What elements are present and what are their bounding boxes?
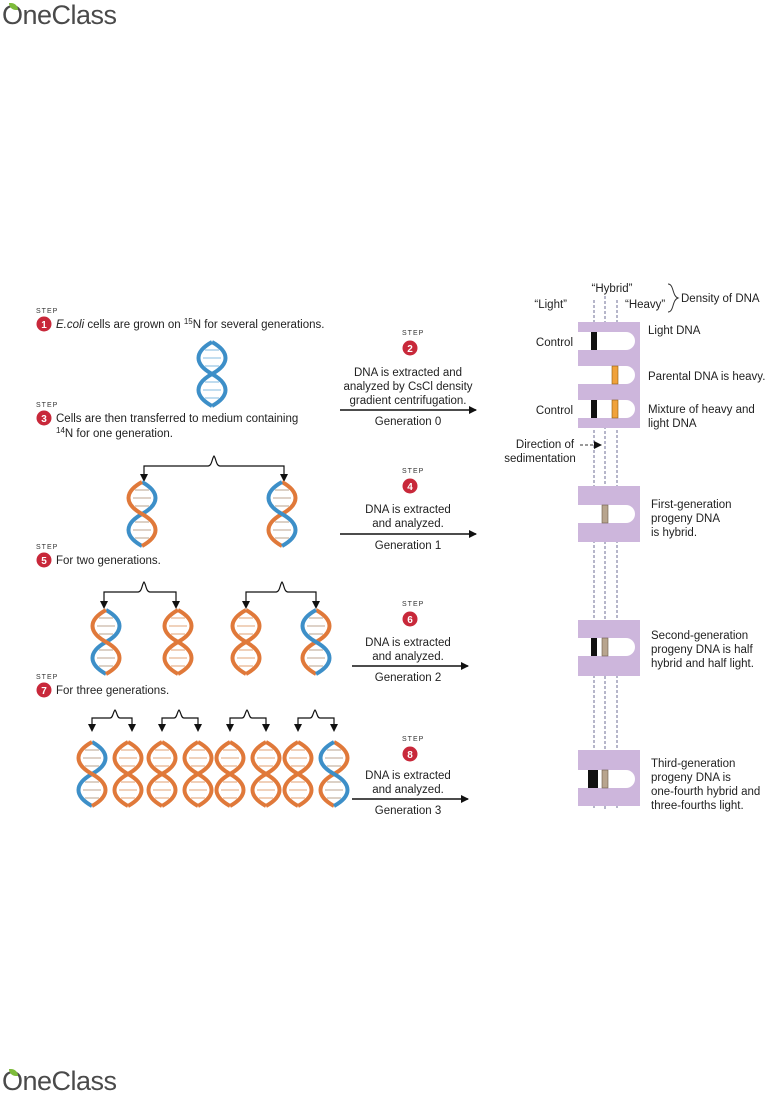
svg-text:progeny DNA is: progeny DNA is: [651, 772, 731, 784]
density-label: Density of DNA: [681, 293, 760, 305]
generation-1: Generation 1: [375, 540, 442, 552]
svg-text:DNA is extracted: DNA is extracted: [365, 770, 451, 782]
leaf-icon: [9, 3, 18, 10]
svg-text:5: 5: [41, 556, 47, 567]
step-4: STEP 4 DNA is extracted and analyzed. Ge…: [340, 468, 477, 552]
band-hybrid: [601, 637, 609, 657]
svg-text:one-fourth hybrid and: one-fourth hybrid and: [651, 786, 760, 798]
svg-text:and analyzed.: and analyzed.: [372, 784, 444, 796]
hybrid-helix: [300, 608, 332, 676]
svg-text:Second-generation: Second-generation: [651, 630, 748, 642]
svg-text:STEP: STEP: [402, 330, 424, 337]
gen3-brackets: [91, 709, 335, 726]
hybrid-helix: [90, 608, 122, 676]
svg-text:STEP: STEP: [36, 674, 58, 681]
step-1-text: E.coli cells are grown on 15N for severa…: [56, 317, 324, 331]
step-7: STEP 7 For three generations.: [36, 674, 169, 698]
svg-text:8: 8: [407, 750, 413, 761]
generation-3: Generation 3: [375, 805, 442, 817]
step-5: STEP 5 For two generations.: [36, 544, 161, 568]
svg-text:analyzed by CsCl density: analyzed by CsCl density: [343, 381, 472, 393]
svg-text:progeny DNA: progeny DNA: [651, 513, 720, 525]
gen1-bracket: [143, 455, 285, 476]
band-hybrid: [601, 769, 609, 789]
svg-text:2: 2: [407, 344, 413, 355]
light-helix: [162, 608, 194, 676]
parental-helix: [196, 340, 228, 408]
brand-logo: OneClass: [2, 0, 117, 31]
hybrid-helix: [76, 740, 108, 808]
heavy-label: “Heavy”: [625, 299, 665, 311]
svg-text:progeny DNA is half: progeny DNA is half: [651, 644, 753, 656]
svg-text:STEP: STEP: [402, 468, 424, 475]
control-label: Control: [536, 405, 573, 417]
light-helix: [230, 608, 262, 676]
band-light: [588, 770, 598, 788]
svg-text:is hybrid.: is hybrid.: [651, 527, 697, 539]
svg-text:DNA is extracted and: DNA is extracted and: [354, 367, 462, 379]
svg-text:hybrid and half light.: hybrid and half light.: [651, 658, 754, 670]
svg-text:For two generations.: For two generations.: [56, 555, 161, 567]
brand-logo-text: OneClass: [2, 0, 117, 30]
svg-text:Third-generation: Third-generation: [651, 758, 735, 770]
light-helix: [112, 740, 144, 808]
svg-text:7: 7: [41, 686, 47, 697]
svg-text:gradient centrifugation.: gradient centrifugation.: [350, 395, 467, 407]
svg-text:Direction of: Direction of: [516, 439, 575, 451]
svg-text:For three generations.: For three generations.: [56, 685, 169, 697]
step-1: STEP 1 E.coli cells are grown on 15N for…: [36, 308, 324, 332]
control-label: Control: [536, 337, 573, 349]
svg-text:6: 6: [407, 615, 413, 626]
light-helix: [282, 740, 314, 808]
band-light: [591, 400, 597, 418]
light-helix: [250, 740, 282, 808]
generation-2: Generation 2: [375, 672, 442, 684]
step-8: STEP 8 DNA is extracted and analyzed. Ge…: [352, 736, 469, 817]
svg-text:and analyzed.: and analyzed.: [372, 651, 444, 663]
generation-0: Generation 0: [375, 416, 442, 428]
svg-text:Light DNA: Light DNA: [648, 325, 701, 337]
band-light: [591, 638, 597, 656]
band-heavy: [611, 399, 619, 419]
step-2: STEP 2 DNA is extracted and analyzed by …: [340, 330, 477, 428]
svg-text:STEP: STEP: [402, 601, 424, 608]
density-bracket: [667, 283, 680, 313]
step-3: STEP 3 Cells are then transferred to med…: [36, 402, 298, 440]
light-helix: [146, 740, 178, 808]
light-helix: [214, 740, 246, 808]
svg-text:DNA is extracted: DNA is extracted: [365, 637, 451, 649]
band-light: [591, 332, 597, 350]
band-hybrid: [601, 504, 609, 524]
brand-logo-footer-text: OneClass: [2, 1066, 117, 1096]
svg-text:First-generation: First-generation: [651, 499, 732, 511]
step-word: STEP: [36, 308, 58, 315]
svg-text:and analyzed.: and analyzed.: [372, 518, 444, 530]
hybrid-label: “Hybrid”: [592, 283, 633, 295]
svg-text:Mixture of heavy and: Mixture of heavy and: [648, 404, 755, 416]
light-label: “Light”: [534, 299, 567, 311]
svg-text:STEP: STEP: [402, 736, 424, 743]
svg-text:Parental DNA is heavy.: Parental DNA is heavy.: [648, 371, 765, 383]
svg-text:STEP: STEP: [36, 544, 58, 551]
band-heavy: [611, 365, 619, 385]
gen2-brackets: [103, 581, 317, 603]
svg-text:light DNA: light DNA: [648, 418, 697, 430]
brand-logo-footer: OneClass: [2, 1066, 117, 1097]
hybrid-helix: [318, 740, 350, 808]
hybrid-helix: [266, 480, 298, 548]
svg-text:3: 3: [41, 414, 47, 425]
svg-text:STEP: STEP: [36, 402, 58, 409]
leaf-icon-footer: [9, 1069, 18, 1076]
svg-text:three-fourths light.: three-fourths light.: [651, 800, 744, 812]
svg-text:sedimentation: sedimentation: [504, 453, 576, 465]
hybrid-helix: [126, 480, 158, 548]
svg-text:1: 1: [41, 320, 47, 331]
svg-text:4: 4: [407, 482, 413, 493]
step-3-line1: Cells are then transferred to medium con…: [56, 413, 298, 425]
svg-text:DNA is extracted: DNA is extracted: [365, 504, 451, 516]
step-6: STEP 6 DNA is extracted and analyzed. Ge…: [352, 601, 469, 684]
step-3-line2: 14N for one generation.: [56, 426, 173, 440]
light-helix: [182, 740, 214, 808]
